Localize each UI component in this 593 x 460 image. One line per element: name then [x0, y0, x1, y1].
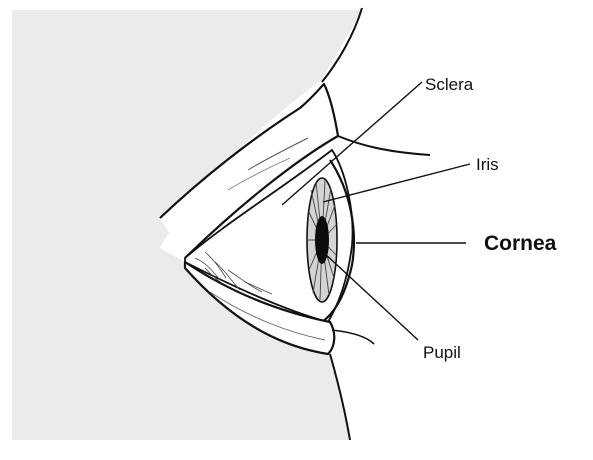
outer-corner-crease — [332, 330, 374, 344]
label-pupil: Pupil — [423, 343, 461, 362]
lid-crease-1 — [338, 136, 430, 155]
label-cornea: Cornea — [484, 232, 557, 255]
pupil-shape — [315, 216, 329, 264]
label-iris: Iris — [476, 155, 499, 174]
label-sclera: Sclera — [425, 75, 474, 94]
